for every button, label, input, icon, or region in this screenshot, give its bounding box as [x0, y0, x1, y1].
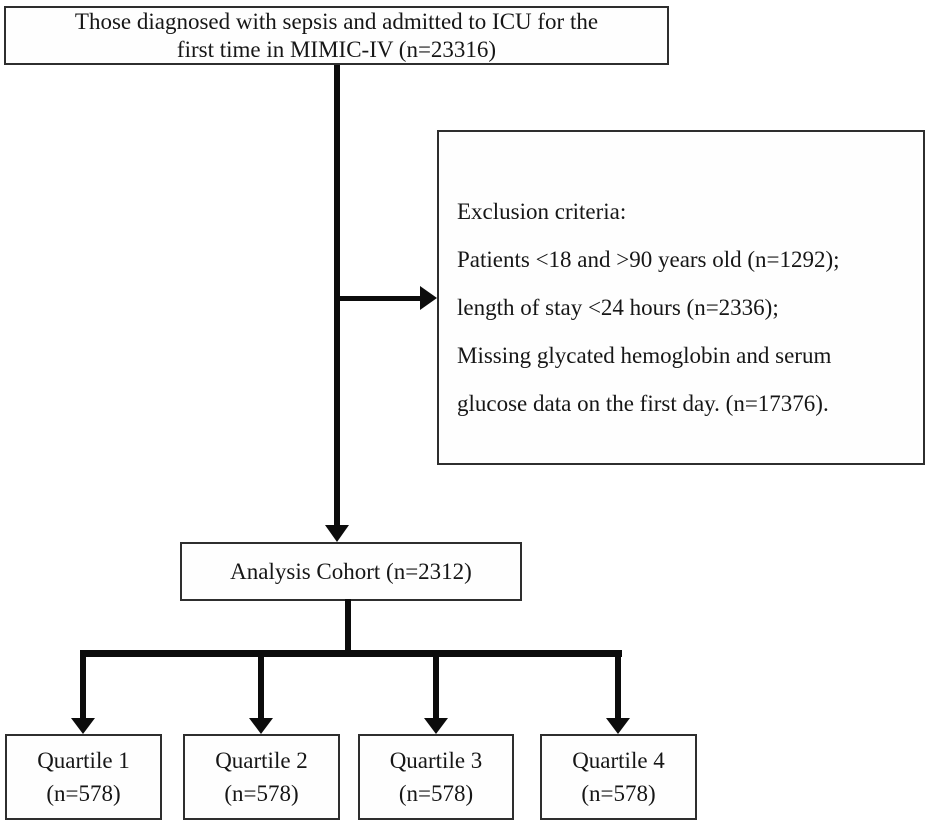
exclusion-line-los: length of stay <24 hours (n=2336);: [457, 295, 779, 320]
connector-drop-q4: [615, 652, 621, 720]
source-population-line1: Those diagnosed with sepsis and admitted…: [74, 8, 599, 34]
analysis-cohort-text: Analysis Cohort (n=2312): [230, 558, 472, 584]
quartile-1-label: Quartile 1: [37, 748, 130, 773]
arrowhead-right-to-exclusion-icon: [420, 286, 437, 310]
quartile-3-label: Quartile 3: [389, 748, 483, 773]
exclusion-line-missing-1: Missing glycated hemoglobin and serum: [457, 343, 832, 368]
quartile-1-count: (n=578): [46, 781, 121, 806]
analysis-cohort-box: Analysis Cohort (n=2312): [180, 542, 522, 601]
exclusion-line-missing-2: glucose data on the first day. (n=17376)…: [457, 391, 829, 416]
quartile-1-box: Quartile 1 (n=578): [5, 734, 162, 820]
quartile-2-box: Quartile 2 (n=578): [183, 734, 340, 820]
source-population-line2: first time in MIMIC-IV (n=23316): [176, 36, 497, 62]
exclusion-criteria-text: Exclusion criteria: Patients <18 and >90…: [457, 188, 913, 428]
connector-distribution-horizontal: [80, 650, 622, 657]
quartile-2-count: (n=578): [224, 781, 299, 806]
quartile-4-box: Quartile 4 (n=578): [540, 734, 697, 820]
quartile-3-box: Quartile 3 (n=578): [358, 734, 514, 820]
quartile-4-count: (n=578): [581, 781, 656, 806]
exclusion-line-age: Patients <18 and >90 years old (n=1292);: [457, 247, 840, 272]
connector-drop-q3: [433, 652, 439, 720]
arrowhead-down-q4-icon: [606, 718, 630, 734]
exclusion-line-title: Exclusion criteria:: [457, 199, 627, 224]
connector-cohort-stub: [345, 599, 351, 652]
connector-branch-horizontal: [337, 296, 421, 301]
source-population-box: Those diagnosed with sepsis and admitted…: [4, 6, 669, 65]
quartile-3-count: (n=578): [398, 781, 474, 806]
arrowhead-down-q3-icon: [424, 718, 448, 734]
exclusion-criteria-box: Exclusion criteria: Patients <18 and >90…: [437, 130, 925, 465]
arrowhead-down-q2-icon: [249, 718, 273, 734]
quartile-2-label: Quartile 2: [215, 748, 308, 773]
quartile-4-label: Quartile 4: [572, 748, 665, 773]
arrowhead-down-to-cohort-icon: [325, 525, 349, 542]
connector-drop-q2: [258, 652, 264, 720]
arrowhead-down-q1-icon: [71, 718, 95, 734]
connector-drop-q1: [80, 652, 86, 720]
